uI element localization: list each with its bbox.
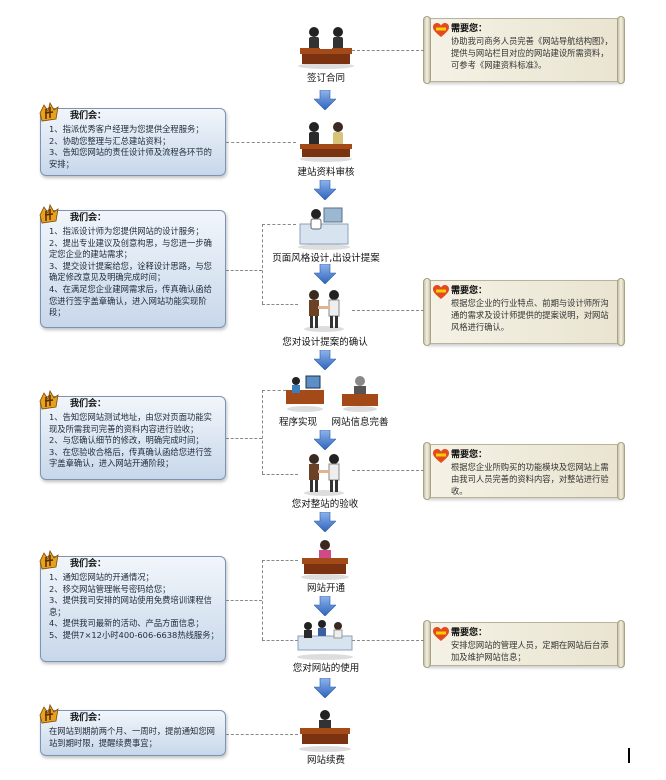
need-you-text: 根据您企业所购买的功能模块及您网站上需由我司人员完善的资料内容，对整站进行验收。: [451, 462, 609, 496]
renewal-illustration: [299, 710, 351, 752]
down-arrow-icon: [314, 350, 336, 370]
we-will-line: 3、提供我司安排的网站使用免费培训课程信息；: [49, 595, 212, 617]
down-arrow-icon: [314, 512, 336, 532]
acceptance-illustration: [304, 454, 344, 496]
we-will-line: 3、告知您网站的责任设计师及流程各环节的安排；: [49, 147, 212, 169]
we-will-title: 我们会：: [70, 213, 107, 223]
we-will-title: 我们会：: [70, 111, 107, 121]
we-will-line: 在网站到期前两个月、一周时，提前通知您网站到期时限，提醒续费事宜；: [49, 726, 215, 748]
we-will-line: 1、指派优秀客户经理为您提供全程服务；: [49, 124, 204, 134]
heart-icon: [433, 285, 449, 300]
we-will-line: 5、提供7×12小时400-606-6638热线服务；: [49, 629, 219, 640]
text-cursor: [628, 748, 630, 763]
heart-icon: [433, 449, 449, 464]
we-will-line: 3、提交设计提案给您，诠释设计思路，与您确定修改意见及明确完成时间；: [49, 260, 212, 283]
we-will-line: 2、提出专业建议及创意构思，与您进一步确定您企业的建站需求；: [49, 237, 212, 260]
we-will-line: 2、与您确认细节的修改，明确完成时间；: [49, 435, 204, 446]
step-label-programming: 程序实现: [278, 417, 317, 428]
handshake-illustration: [304, 290, 344, 332]
badge-icon: [37, 549, 61, 573]
we-will-line: 2、协助您整理与汇总建站资料；: [49, 135, 171, 146]
need-you-scroll-1: 需要您： 协助我司商务人员完善《网站导航结构图》，提供与网站栏目对应的网站建设所…: [423, 16, 625, 84]
we-will-line: 2、移交网站管理帐号密码给您；: [49, 583, 171, 594]
we-will-box-2: 我们会： 1、指派设计师为您提供网站的设计服务； 2、提出专业建议及创意构思，与…: [40, 210, 226, 328]
down-arrow-icon: [314, 596, 336, 616]
step-label-data-review: 建站资料审核: [297, 167, 355, 178]
need-you-text: 安排您网站的管理人员，定期在网站后台添加及维护网站信息；: [451, 640, 609, 662]
we-will-line: 4、提供我司最新的活动、产品方面信息；: [49, 618, 204, 629]
we-will-line: 1、告知您网站测试地址，由您对页面功能实现及所需我司完善的资料内容进行验收；: [49, 412, 212, 434]
we-will-line: 3、在您验收合格后，传真确认函给您进行签字盖章确认，进入网站开通阶段；: [49, 446, 212, 469]
we-will-box-4: 我们会： 1、通知您网站的开通情况； 2、移交网站管理帐号密码给您； 3、提供我…: [40, 556, 226, 662]
step-label-design-proposal: 页面风格设计,出设计提案: [272, 253, 380, 264]
site-usage-illustration: [297, 620, 353, 660]
need-you-title: 需要您：: [451, 24, 488, 34]
we-will-title: 我们会：: [70, 713, 107, 723]
we-will-line: 1、通知您网站的开通情况；: [49, 572, 154, 582]
heart-icon: [433, 627, 449, 642]
badge-icon: [37, 203, 61, 227]
step-label-site-usage: 您对网站的使用: [292, 663, 360, 674]
we-will-box-3: 我们会： 1、告知您网站测试地址，由您对页面功能实现及所需我司完善的资料内容进行…: [40, 396, 226, 480]
need-you-title: 需要您：: [451, 286, 488, 296]
we-will-box-1: 我们会： 1、指派优秀客户经理为您提供全程服务； 2、协助您整理与汇总建站资料；…: [40, 108, 226, 176]
we-will-title: 我们会：: [70, 399, 107, 409]
we-will-line: 4、在满足您企业建网需求后，传真确认函给您进行签字盖章确认，进入网站功能实现阶段…: [49, 283, 212, 318]
step-label-info-completion: 网站信息完善: [331, 417, 389, 428]
need-you-text: 协助我司商务人员完善《网站导航结构图》，提供与网站栏目对应的网站建设所需资料，可…: [451, 36, 613, 70]
we-will-line: 1、指派设计师为您提供网站的设计服务；: [49, 226, 204, 236]
data-review-illustration: [300, 122, 352, 162]
need-you-text: 根据您企业的行业特点、前期与设计师所沟通的需求及设计师提供的提案说明，对网站风格…: [451, 298, 609, 332]
step-label-acceptance: 您对整站的验收: [291, 499, 359, 510]
down-arrow-icon: [314, 678, 336, 698]
need-you-scroll-3: 需要您： 根据您企业所购买的功能模块及您网站上需由我司人员完善的资料内容，对整站…: [423, 442, 625, 500]
step-label-site-launch: 网站开通: [306, 583, 345, 594]
contract-signing-illustration: [298, 27, 354, 69]
down-arrow-icon: [314, 90, 336, 110]
we-will-box-5: 我们会： 在网站到期前两个月、一周时，提前通知您网站到期时限，提醒续费事宜；: [40, 710, 226, 756]
down-arrow-icon: [314, 264, 336, 284]
need-you-scroll-4: 需要您： 安排您网站的管理人员，定期在网站后台添加及维护网站信息；: [423, 620, 625, 668]
step-label-sign-contract: 签订合同: [306, 73, 345, 84]
step-label-renewal: 网站续费: [306, 755, 345, 766]
down-arrow-icon: [314, 430, 336, 450]
designer-illustration: [298, 207, 350, 250]
need-you-scroll-2: 需要您： 根据您企业的行业特点、前期与设计师所沟通的需求及设计师提供的提案说明，…: [423, 278, 625, 346]
programming-illustration: [286, 375, 324, 412]
badge-icon: [37, 101, 61, 125]
step-label-confirm-proposal: 您对设计提案的确认: [282, 337, 368, 348]
need-you-title: 需要您：: [451, 450, 488, 460]
down-arrow-icon: [314, 180, 336, 200]
info-completion-illustration: [342, 376, 378, 412]
badge-icon: [37, 703, 61, 727]
need-you-title: 需要您：: [451, 628, 488, 638]
site-launch-illustration: [301, 540, 349, 580]
heart-icon: [433, 23, 449, 38]
badge-icon: [37, 389, 61, 413]
we-will-title: 我们会：: [70, 559, 107, 569]
